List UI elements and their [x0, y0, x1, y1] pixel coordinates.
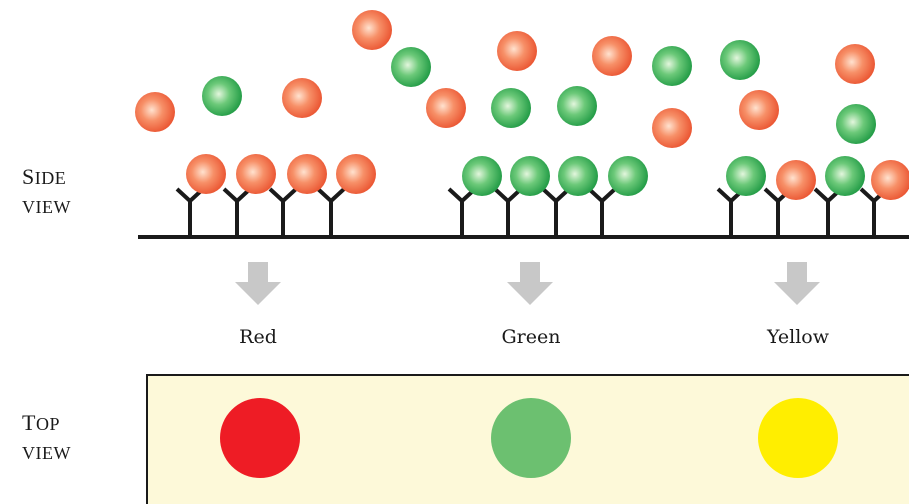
red-column-label: Red [239, 326, 277, 348]
down-arrow-icon [235, 262, 281, 305]
receptor-y-shape [587, 187, 617, 235]
red-free-particle [652, 108, 692, 148]
green-spot [491, 398, 571, 478]
receptor-y-shape [716, 187, 746, 235]
green-free-particle [202, 76, 242, 116]
green-free-particle [557, 86, 597, 126]
green-bound-particle [726, 156, 766, 196]
down-arrow-icon [507, 262, 553, 305]
green-free-particle [391, 47, 431, 87]
yellow-spot [758, 398, 838, 478]
green-free-particle [836, 104, 876, 144]
receptor-y-shape [222, 187, 252, 235]
bound-particles [186, 154, 909, 200]
side-view-label: SIDE VIEW [22, 164, 71, 217]
arrows [235, 262, 820, 305]
receptor-y-shape [541, 187, 571, 235]
down-arrow-icon [774, 262, 820, 305]
receptor-layer [175, 187, 889, 235]
red-free-particle [282, 78, 322, 118]
green-column-label: Green [501, 326, 561, 348]
diagram-canvas [135, 10, 909, 305]
receptor-y-shape [447, 187, 477, 235]
yellow-column-label: Yellow [767, 326, 829, 348]
green-free-particle [720, 40, 760, 80]
red-free-particle [135, 92, 175, 132]
free-particles [135, 10, 876, 148]
red-free-particle [835, 44, 875, 84]
receptor-y-shape [316, 187, 346, 235]
receptor-y-shape [268, 187, 298, 235]
green-free-particle [652, 46, 692, 86]
receptor-y-shape [813, 187, 843, 235]
red-bound-particle [287, 154, 327, 194]
red-bound-particle [336, 154, 376, 194]
red-free-particle [497, 31, 537, 71]
green-bound-particle [825, 156, 865, 196]
red-bound-particle [236, 154, 276, 194]
green-bound-particle [510, 156, 550, 196]
red-bound-particle [186, 154, 226, 194]
green-bound-particle [558, 156, 598, 196]
red-free-particle [426, 88, 466, 128]
red-bound-particle [871, 160, 909, 200]
red-free-particle [352, 10, 392, 50]
receptor-y-shape [493, 187, 523, 235]
red-bound-particle [776, 160, 816, 200]
red-spot [220, 398, 300, 478]
red-free-particle [592, 36, 632, 76]
receptor-y-shape [175, 187, 205, 235]
green-bound-particle [462, 156, 502, 196]
green-free-particle [491, 88, 531, 128]
red-free-particle [739, 90, 779, 130]
green-bound-particle [608, 156, 648, 196]
top-view-label: TOP VIEW [22, 410, 71, 463]
